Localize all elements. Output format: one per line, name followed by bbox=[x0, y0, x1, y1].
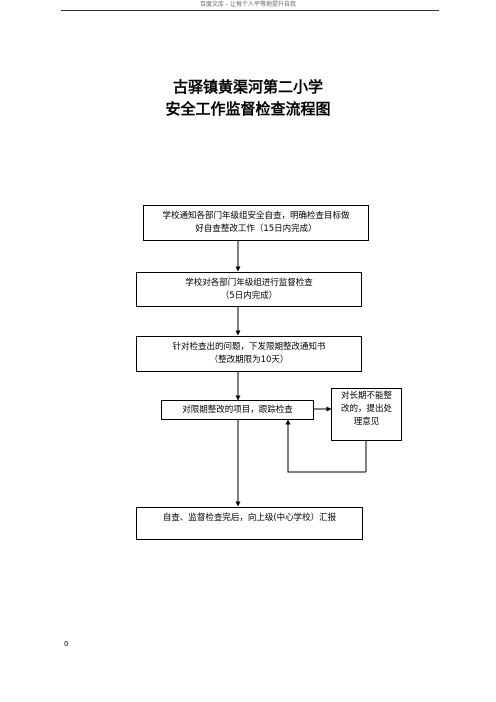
flow-step-handling-opinion: 对长期不能整 改的，提出处 理意见 bbox=[331, 388, 402, 441]
flow-step-text: 对长期不能整 bbox=[340, 391, 392, 401]
flow-step-supervision-inspection: 学校对各部门年级组进行监督检查 （5日内完成） bbox=[136, 272, 362, 307]
document-title-line1: 古驿镇黄渠河第二小学 bbox=[172, 78, 323, 96]
flow-step-text: 自查、监督检查完后，向上级(中心学校）汇报 bbox=[162, 513, 337, 523]
page-number: 0 bbox=[64, 640, 69, 648]
flow-step-rectification-notice: 针对检查出的问题，下发限期整改通知书 （整改期限为10天） bbox=[136, 336, 362, 372]
flow-step-text: 改的，提出处 bbox=[340, 404, 392, 414]
flow-step-self-inspection-notice: 学校通知各部门年级组安全自查，明确检查目标做 好自查整改工作（15日内完成） bbox=[143, 205, 369, 241]
flow-step-text: 针对检查出的问题，下发限期整改通知书 bbox=[172, 342, 326, 352]
header-rule bbox=[61, 10, 439, 11]
flow-step-follow-up-inspection: 对限期整改的项目，跟踪检查 bbox=[161, 400, 314, 420]
document-title-line2: 安全工作监督检查流程图 bbox=[165, 100, 331, 118]
flow-step-report-to-superior: 自查、监督检查完后，向上级(中心学校）汇报 bbox=[136, 507, 363, 540]
flow-step-text: 好自查整改工作（15日内完成） bbox=[195, 224, 317, 234]
flow-step-text: 学校对各部门年级组进行监督检查 bbox=[185, 278, 313, 288]
flow-step-text: 对限期整改的项目，跟踪检查 bbox=[182, 405, 293, 415]
loop-back-connector bbox=[285, 419, 366, 473]
flow-step-text: （5日内完成） bbox=[220, 291, 278, 301]
flow-step-text: （整改期限为10天） bbox=[209, 355, 289, 365]
flow-step-text: 理意见 bbox=[353, 417, 380, 427]
page-header: 百度文库 - 让每个人平等地提升自我 bbox=[200, 1, 296, 8]
flow-step-text: 学校通知各部门年级组安全自查，明确检查目标做 bbox=[162, 211, 350, 221]
